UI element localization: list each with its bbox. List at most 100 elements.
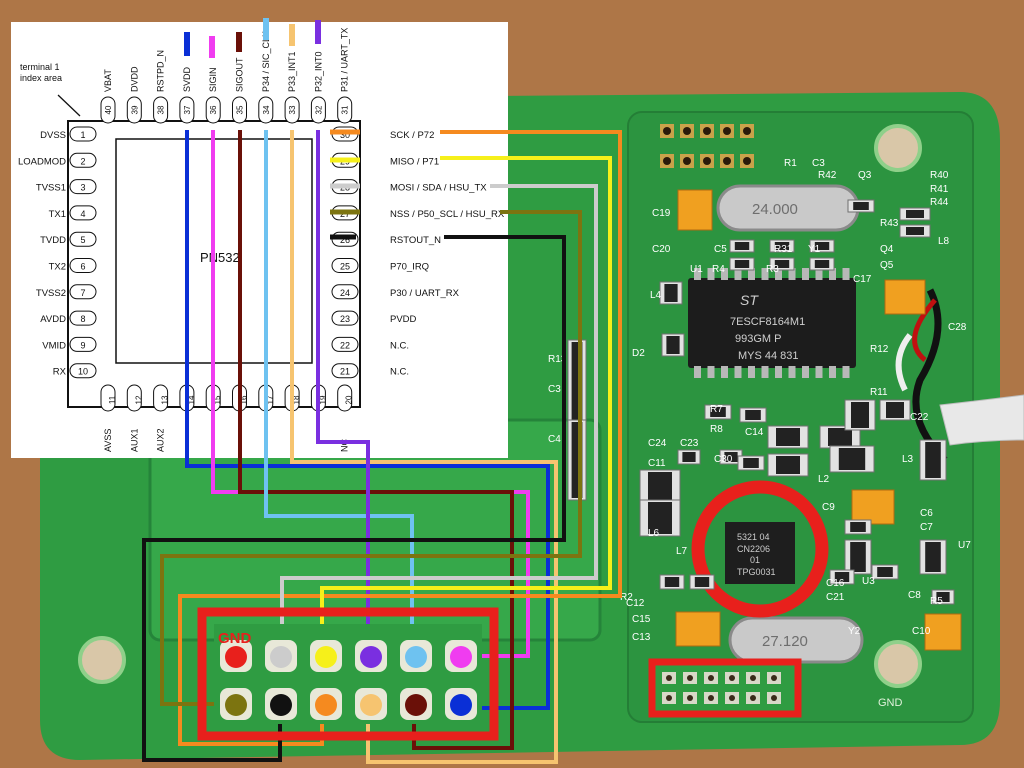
top-pin-name: P33_INT1 bbox=[287, 51, 297, 92]
right-pin-name: N.C. bbox=[390, 367, 409, 378]
top-pin-number: 39 bbox=[130, 105, 139, 114]
right-pin-pad bbox=[331, 284, 359, 300]
left-pin-number: 1 bbox=[80, 130, 85, 140]
left-pin-name: LOADMOD bbox=[18, 156, 66, 167]
bottom-pin-name: AUX1 bbox=[129, 428, 139, 452]
top-pin-name: P32_INT0 bbox=[313, 51, 323, 92]
capacitor-c17 bbox=[884, 279, 926, 315]
wire-mosi bbox=[280, 184, 598, 656]
silkscreen-ref: R2 bbox=[620, 592, 633, 603]
smd-part-body bbox=[710, 407, 726, 417]
ic-pin bbox=[775, 366, 782, 378]
top-pin-pad bbox=[232, 96, 247, 124]
pn532-ic-line1: 5321 04 bbox=[737, 532, 770, 542]
silkscreen-ref: Q5 bbox=[880, 260, 894, 271]
header-hole bbox=[743, 157, 751, 165]
right-pin-pad bbox=[331, 336, 359, 352]
wire-int0 bbox=[316, 130, 370, 656]
bottom-pin-number: 15 bbox=[213, 395, 222, 404]
main-ic-line4: MYS 44 831 bbox=[738, 350, 799, 362]
top-pin-number: 31 bbox=[341, 105, 350, 114]
pn532-ic-line4: TPG0031 bbox=[737, 567, 776, 577]
ic-pin bbox=[721, 366, 728, 378]
header-hole bbox=[663, 127, 671, 135]
silkscreen-ref: C19 bbox=[652, 208, 671, 219]
top-pin-number: 34 bbox=[262, 105, 271, 114]
silkscreen-ref: C3 bbox=[548, 384, 561, 395]
highlight-circle bbox=[691, 480, 829, 618]
silkscreen-ref: C5 bbox=[714, 244, 727, 255]
ic-pin bbox=[842, 366, 850, 378]
top-pin-pad bbox=[258, 96, 274, 124]
main-ic bbox=[688, 278, 856, 368]
left-pin-name: AVDD bbox=[40, 314, 66, 325]
wire-sck bbox=[178, 130, 622, 746]
left-pin-number: 2 bbox=[80, 156, 85, 166]
top-pin-number: 40 bbox=[104, 105, 113, 114]
smd-part-body bbox=[648, 472, 672, 504]
bottom-pin-pad bbox=[100, 384, 116, 412]
smd-part-body bbox=[724, 452, 738, 462]
header-hole bbox=[703, 157, 711, 165]
right-pin-number: 30 bbox=[340, 130, 350, 140]
right-pin-name: P30 / UART_RX bbox=[390, 288, 460, 299]
silkscreen-ref: R11 bbox=[870, 387, 888, 398]
top-pin-name: P34 / SIC_CLK bbox=[261, 31, 271, 92]
header-hole bbox=[743, 127, 751, 135]
silkscreen-ref: L6 bbox=[648, 528, 660, 539]
smd-part-body bbox=[850, 522, 866, 532]
left-pin-name: VMID bbox=[42, 340, 66, 351]
ic-pin bbox=[721, 268, 728, 280]
left-pin-number: 9 bbox=[80, 340, 85, 350]
right-pin-name: SCK / P72 bbox=[390, 130, 434, 141]
left-pin-name: DVSS bbox=[40, 130, 66, 141]
silkscreen-ref: C8 bbox=[908, 590, 921, 601]
smd-part-body bbox=[571, 422, 583, 498]
right-pin-pad bbox=[331, 310, 359, 326]
top-pin-pad bbox=[337, 96, 353, 124]
smd-part-body bbox=[776, 428, 800, 446]
top-pin-pad bbox=[126, 96, 142, 124]
connector-pin-top bbox=[405, 646, 427, 668]
right-pin-name: MOSI / SDA / HSU_TX bbox=[390, 183, 487, 194]
left-pin-number: 8 bbox=[80, 314, 85, 324]
right-pin-number: 24 bbox=[340, 288, 350, 298]
ic-pin bbox=[802, 268, 809, 280]
header-hole bbox=[683, 157, 691, 165]
silkscreen-ref: C23 bbox=[680, 438, 699, 449]
right-pin-number: 26 bbox=[340, 235, 350, 245]
capacitor-c9 bbox=[851, 489, 895, 525]
jtag-hole bbox=[687, 695, 693, 701]
top-pin-name: VBAT bbox=[103, 69, 113, 92]
right-pin-name: PVDD bbox=[390, 314, 417, 325]
connector-pin-bottom bbox=[450, 694, 472, 716]
header-hole bbox=[663, 157, 671, 165]
ic-pin bbox=[829, 366, 836, 378]
left-pin-name: TVSS2 bbox=[36, 288, 66, 299]
silkscreen-ref: C7 bbox=[920, 522, 933, 533]
jtag-hole bbox=[687, 675, 693, 681]
ic-pin bbox=[761, 366, 769, 378]
top-pin-name: SIGIN bbox=[208, 67, 218, 92]
silkscreen-ref: U1 bbox=[690, 264, 703, 275]
left-pin-number: 6 bbox=[80, 262, 85, 272]
corner-label-1: terminal 1 bbox=[20, 62, 60, 72]
silkscreen-ref: C3 bbox=[812, 158, 825, 169]
wire-int1 bbox=[290, 130, 558, 764]
main-ic-pins bbox=[694, 268, 850, 378]
jtag-hole bbox=[729, 675, 735, 681]
top-pin-pad bbox=[310, 96, 326, 124]
jtag-header-pins bbox=[662, 672, 781, 704]
left-pin-number: 7 bbox=[80, 288, 85, 298]
header-hole bbox=[703, 127, 711, 135]
smd-part-body bbox=[664, 577, 680, 587]
top-pin-name: SIGOUT bbox=[235, 57, 245, 92]
silkscreen-ref: C22 bbox=[910, 412, 929, 423]
cable-wire-white bbox=[895, 333, 913, 392]
silkscreen-ref: C6 bbox=[920, 508, 933, 519]
jtag-hole bbox=[708, 675, 714, 681]
left-pin-name: TX2 bbox=[49, 262, 66, 273]
bottom-pin-number: 19 bbox=[318, 395, 327, 404]
silkscreen-ref: R12 bbox=[870, 344, 889, 355]
